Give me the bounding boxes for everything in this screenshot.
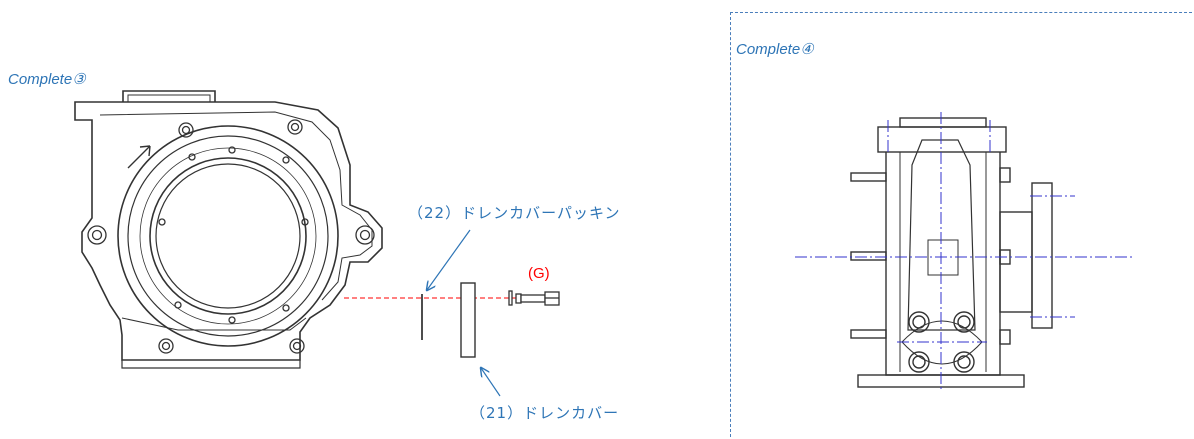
- side-view-centerlines: [795, 112, 1133, 390]
- heading-complete-4: Complete④: [736, 41, 814, 58]
- label-drain-cover: （21）ドレンカバー: [470, 404, 620, 422]
- heading-complete-3: Complete③: [8, 71, 86, 88]
- drain-cover: [460, 282, 476, 358]
- bolt-g: [508, 290, 560, 306]
- pump-housing-front-view: [74, 90, 383, 369]
- label-drain-cover-packing: （22）ドレンカバーパッキン: [408, 204, 621, 222]
- label-bolt-g: (G): [528, 265, 550, 282]
- packing-callout-arrow: [427, 229, 471, 290]
- cover-callout-arrow: [481, 368, 501, 397]
- pump-side-view: [850, 117, 1053, 388]
- right-panel-frame: [730, 12, 1192, 437]
